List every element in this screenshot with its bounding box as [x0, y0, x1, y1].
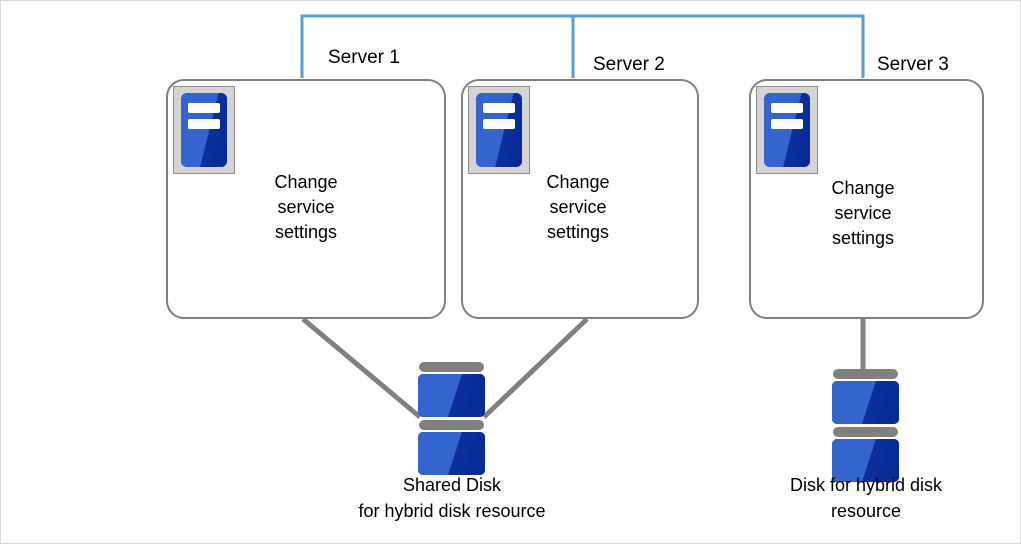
- server-body-text-3: Change service settings: [831, 178, 895, 248]
- server-body-text-1: Change service settings: [274, 172, 338, 242]
- shared-disk-caption: Shared Disk for hybrid disk resource: [358, 475, 546, 521]
- connector-server1-shared-disk: [301, 317, 422, 419]
- disk-connectors: [301, 317, 866, 419]
- server-box-2[interactable]: [461, 79, 699, 319]
- server-body-text-2: Change service settings: [546, 172, 610, 242]
- server-label-2: Server 2: [593, 54, 665, 75]
- disk-stack-icon: [418, 362, 485, 475]
- server-icon: [468, 86, 530, 174]
- server-label-3: Server 3: [877, 54, 949, 75]
- connector-server2-shared-disk: [482, 317, 589, 419]
- disk-stack-icon: [832, 369, 899, 482]
- server-label-1: Server 1: [328, 47, 400, 68]
- hybrid-disk-caption: Disk for hybrid disk resource: [789, 475, 943, 521]
- server-icon: [173, 86, 235, 174]
- server-icon: [756, 86, 818, 174]
